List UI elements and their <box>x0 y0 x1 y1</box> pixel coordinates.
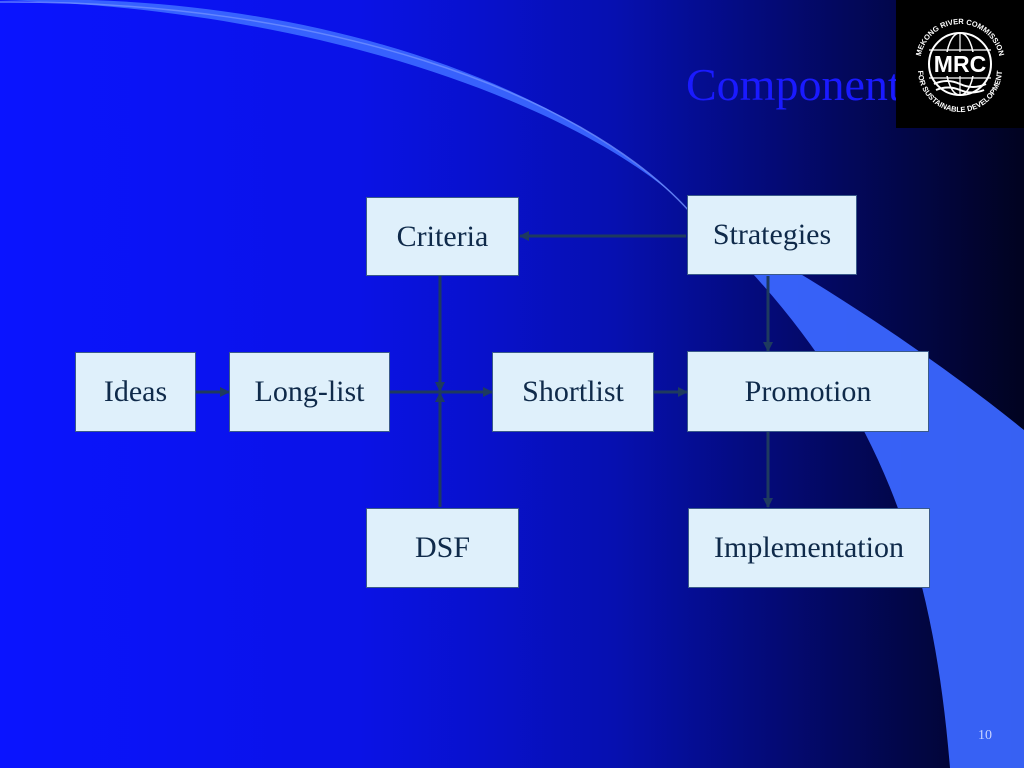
node-criteria: Criteria <box>366 197 519 276</box>
slide-title: Components <box>686 59 919 110</box>
node-ideas: Ideas <box>75 352 196 432</box>
logo-label: MRC <box>934 51 986 77</box>
node-dsf: DSF <box>366 508 519 588</box>
slide-number: 10 <box>978 728 992 743</box>
node-strategies: Strategies <box>687 195 857 275</box>
mrc-logo: MRC MEKONG RIVER COMMISSION FOR SUSTAINA… <box>896 0 1024 128</box>
node-shortlist: Shortlist <box>492 352 654 432</box>
mrc-emblem: MRC MEKONG RIVER COMMISSION FOR SUSTAINA… <box>914 17 1006 114</box>
node-long-list: Long-list <box>229 352 390 432</box>
node-implementation: Implementation <box>688 508 930 588</box>
node-promotion: Promotion <box>687 351 929 432</box>
